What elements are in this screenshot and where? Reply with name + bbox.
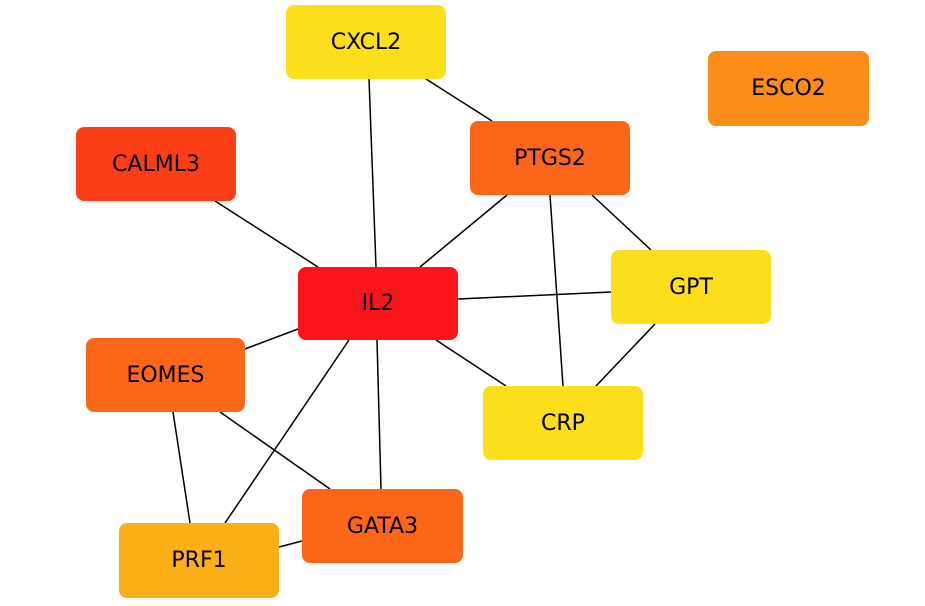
- edge-il2-prf1: [224, 339, 350, 524]
- edge-gpt-crp: [595, 323, 656, 387]
- node-label: IL2: [361, 291, 395, 316]
- node-gata3[interactable]: GATA3: [302, 489, 463, 563]
- node-label: CRP: [541, 410, 585, 436]
- node-label: PRF1: [171, 548, 227, 573]
- edge-il2-crp: [435, 339, 507, 387]
- node-crp[interactable]: CRP: [483, 386, 643, 460]
- edge-ptgs2-il2: [419, 194, 508, 268]
- node-label: CALML3: [112, 151, 200, 177]
- edge-calml3-il2: [214, 200, 319, 268]
- edge-eomes-prf1: [172, 411, 191, 524]
- edge-ptgs2-crp: [549, 194, 564, 387]
- edge-cxcl2-ptgs2: [425, 78, 493, 122]
- edge-gata3-prf1: [278, 540, 303, 548]
- node-ptgs2[interactable]: PTGS2: [470, 121, 630, 195]
- edge-eomes-gata3: [219, 411, 331, 490]
- node-label: ESCO2: [751, 76, 826, 101]
- edge-il2-eomes: [244, 328, 299, 350]
- node-label: GPT: [669, 274, 713, 300]
- node-label: GATA3: [346, 513, 419, 539]
- node-label: EOMES: [126, 362, 205, 388]
- node-il2[interactable]: IL2: [298, 267, 458, 340]
- node-cxcl2[interactable]: CXCL2: [286, 5, 446, 79]
- node-label: PTGS2: [514, 145, 586, 171]
- edge-il2-gata3: [376, 339, 382, 490]
- edge-ptgs2-gpt: [591, 194, 652, 251]
- node-prf1[interactable]: PRF1: [119, 523, 279, 598]
- node-esco2[interactable]: ESCO2: [708, 51, 869, 126]
- edge-gpt-il2: [457, 291, 612, 300]
- node-gpt[interactable]: GPT: [611, 250, 771, 324]
- node-eomes[interactable]: EOMES: [86, 338, 245, 412]
- node-calml3[interactable]: CALML3: [76, 127, 236, 201]
- node-label: CXCL2: [330, 29, 402, 55]
- edge-cxcl2-il2: [368, 78, 377, 268]
